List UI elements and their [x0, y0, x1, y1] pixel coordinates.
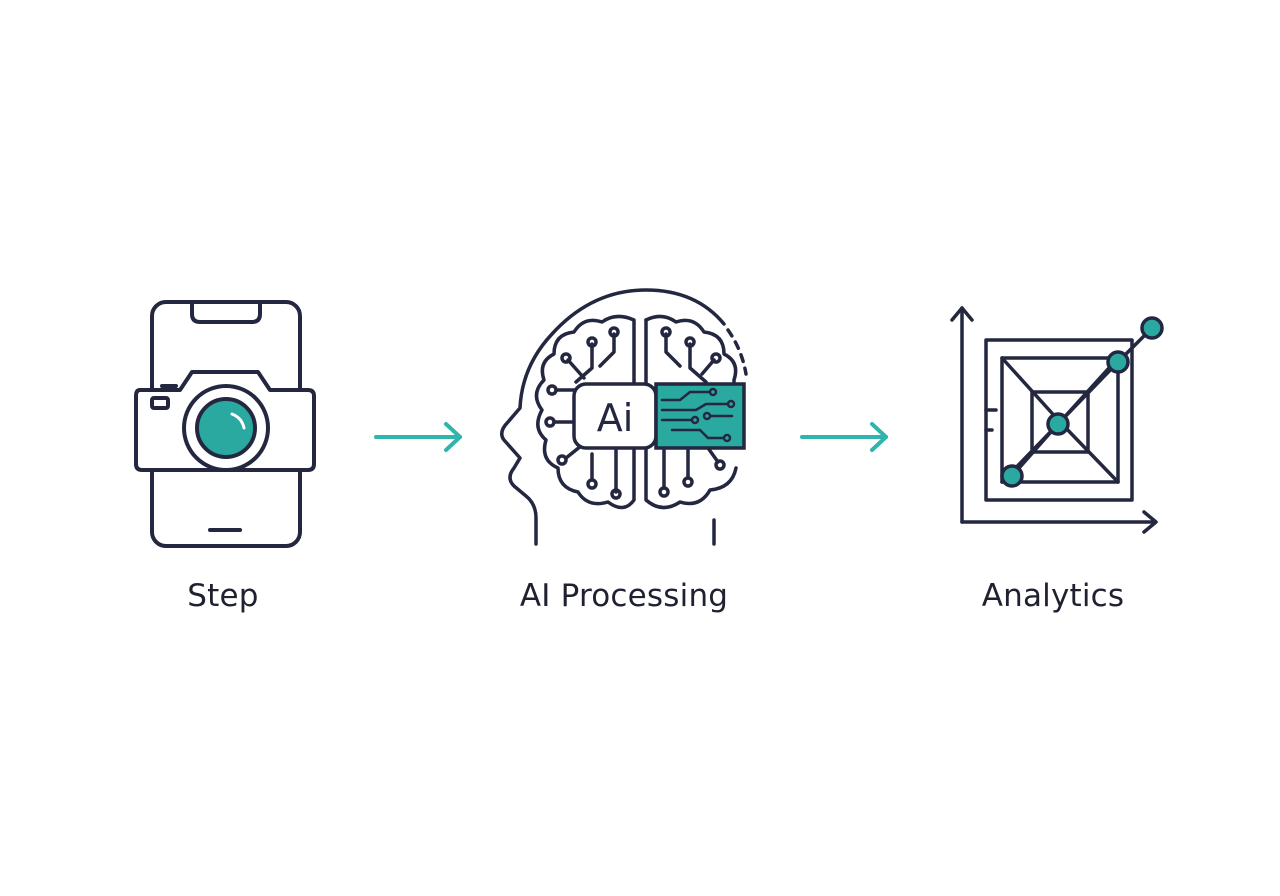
- camera-phone-icon: [134, 300, 316, 548]
- step-label-analytics: Analytics: [981, 578, 1125, 614]
- step-label-camera: Step: [187, 578, 259, 614]
- arrow-right-icon: [374, 422, 462, 452]
- ai-brain-head-icon: Ai: [500, 288, 748, 546]
- step-label-ai-processing: AI Processing: [519, 578, 729, 614]
- analytics-chart-icon: [950, 306, 1164, 534]
- arrow-right-icon: [800, 422, 888, 452]
- ai-badge-text: Ai: [597, 396, 634, 440]
